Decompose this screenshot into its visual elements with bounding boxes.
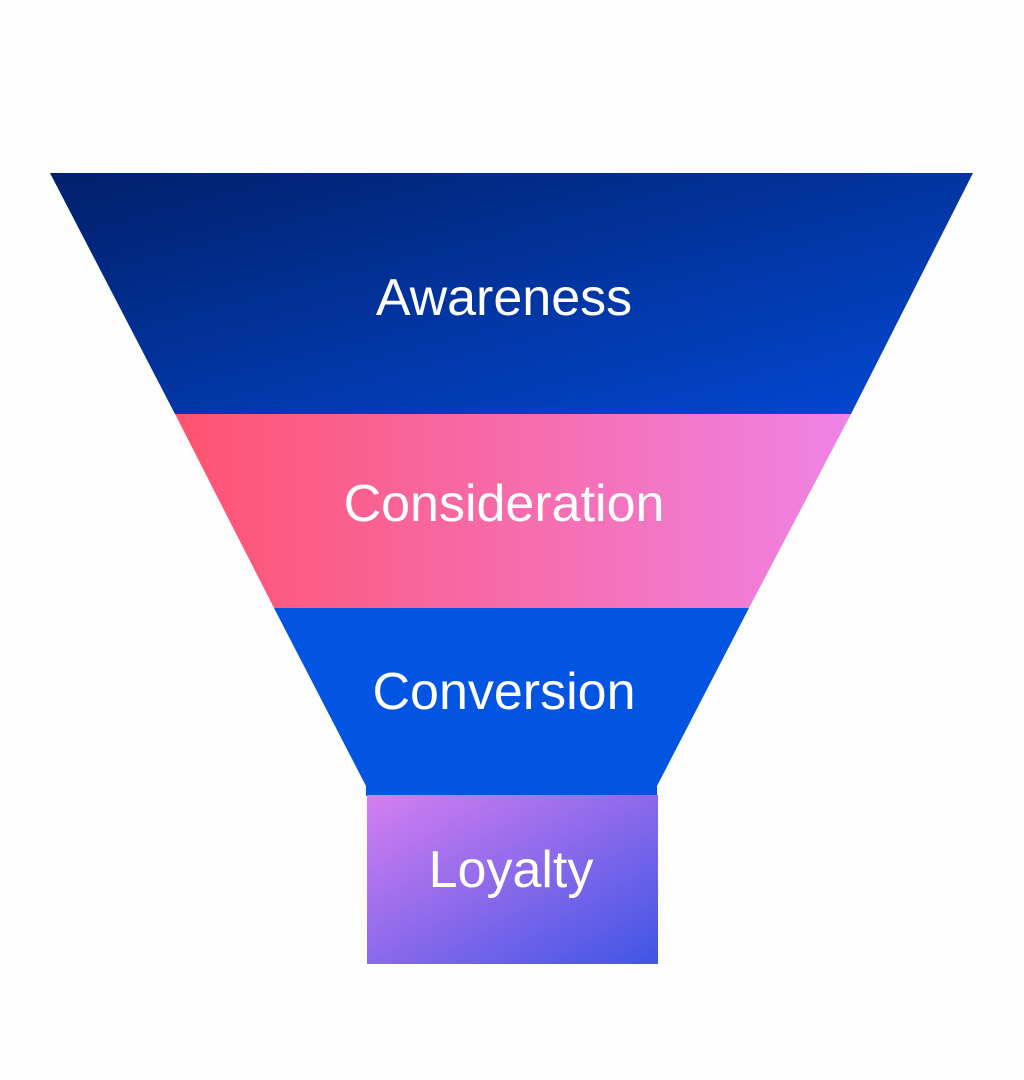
loyalty-label: Loyalty [429, 841, 594, 899]
funnel-stage-loyalty: Loyalty [367, 795, 658, 964]
funnel-stage-conversion: Conversion [274, 608, 749, 796]
loyalty-block [367, 795, 658, 964]
consideration-band [175, 414, 851, 608]
awareness-label: Awareness [376, 269, 632, 327]
awareness-band [50, 173, 973, 414]
funnel-stage-consideration: Consideration [175, 414, 851, 608]
consideration-label: Consideration [344, 475, 665, 533]
conversion-label: Conversion [372, 663, 635, 721]
conversion-band [274, 608, 749, 796]
funnel-stage-awareness: Awareness [50, 173, 973, 414]
